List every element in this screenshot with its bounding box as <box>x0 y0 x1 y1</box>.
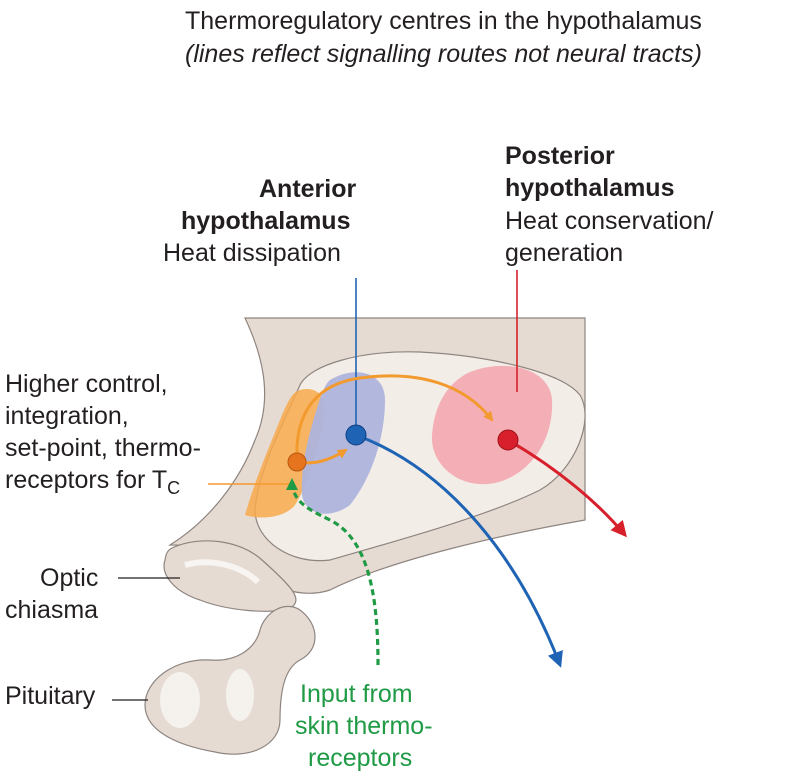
anterior-role: Heat dissipation <box>163 239 341 267</box>
skin-input-line2: skin thermo- <box>295 712 433 740</box>
blue-efferent-arrow <box>355 433 563 668</box>
higher-control-line3: set-point, thermo- <box>5 434 201 462</box>
optic-chiasma <box>163 540 297 612</box>
anterior-name-line2: hypothalamus <box>181 207 351 235</box>
skin-input-line3: receptors <box>308 744 413 772</box>
anterior-name-line1: Anterior <box>259 175 357 203</box>
posterior-name-line2: hypothalamus <box>505 174 675 202</box>
skin-input-line1: Input from <box>300 680 413 708</box>
anterior-node <box>345 424 367 446</box>
posterior-node <box>497 429 519 451</box>
higher-control-line4: receptors for TC <box>5 464 180 504</box>
diagram-title: Thermoregulatory centres in the hypothal… <box>185 7 702 35</box>
posterior-region <box>431 365 553 485</box>
pituitary-label: Pituitary <box>5 682 96 710</box>
posterior-name-line1: Posterior <box>505 142 615 170</box>
red-efferent-arrow <box>507 438 627 538</box>
higher-control-line4-text: receptors for T <box>5 466 168 494</box>
orange-route-to-posterior <box>295 374 494 461</box>
posterior-role-line1: Heat conservation/ <box>505 207 714 235</box>
higher-control-node <box>287 452 307 472</box>
higher-control-line2: integration, <box>5 402 129 430</box>
posterior-role-line2: generation <box>505 239 624 267</box>
optic-label-line2: chiasma <box>5 596 99 624</box>
higher-control-line1: Higher control, <box>5 370 168 398</box>
anterior-region <box>301 372 385 514</box>
core-temp-subscript: C <box>167 478 181 498</box>
optic-label-line1: Optic <box>40 564 99 592</box>
green-skin-input-arrow <box>286 478 380 666</box>
diagram-subtitle: (lines reflect signalling routes not neu… <box>185 40 702 68</box>
